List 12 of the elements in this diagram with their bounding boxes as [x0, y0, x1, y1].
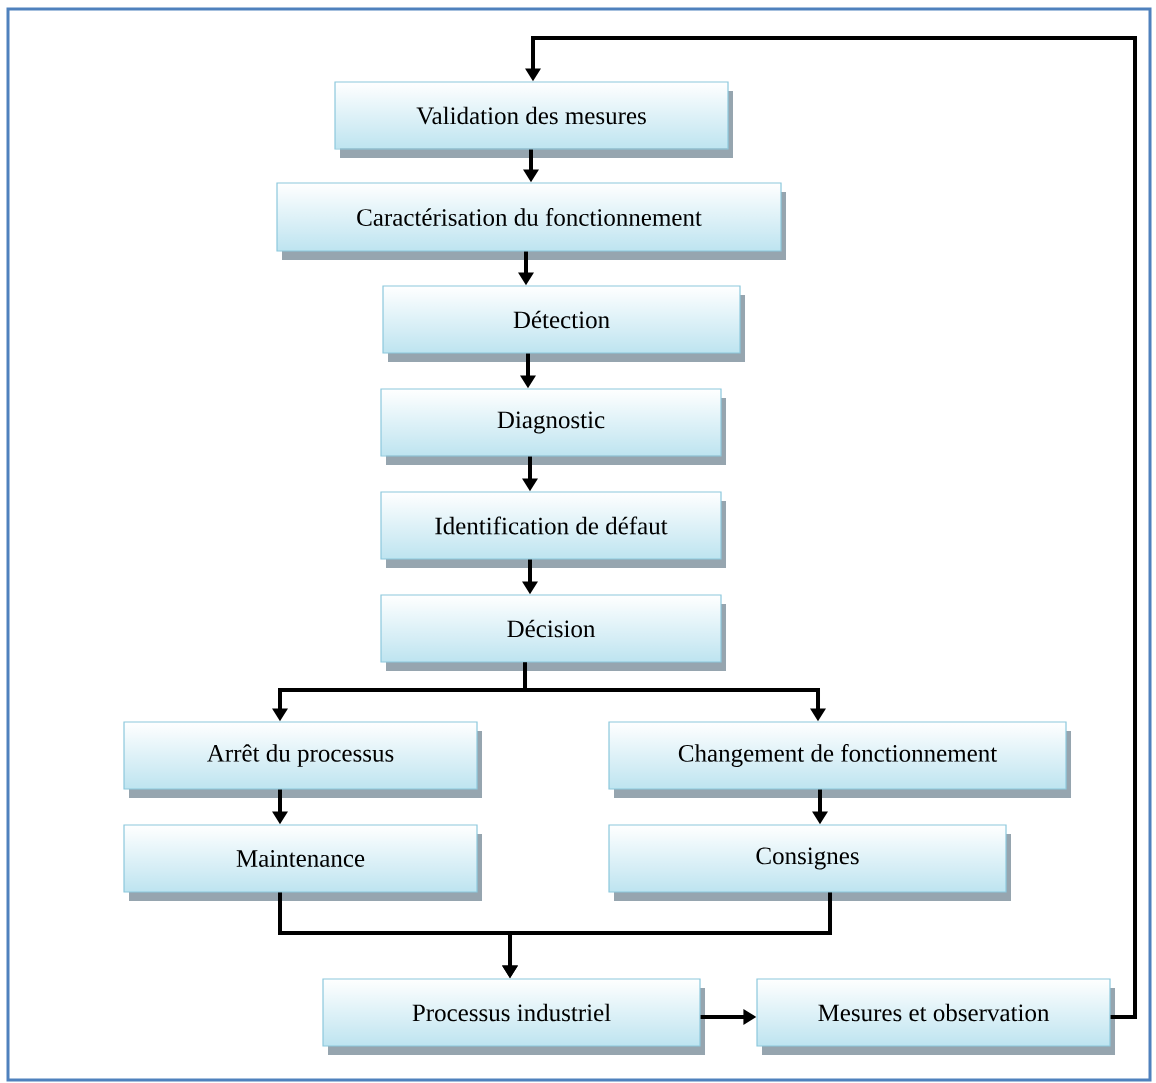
process-box: Caractérisation du fonctionnement: [276, 182, 786, 260]
process-box: Décision: [380, 594, 726, 671]
process-box: Consignes: [608, 824, 1011, 901]
process-box: Détection: [382, 285, 745, 362]
process-box: Arrêt du processus: [123, 721, 482, 798]
process-box: Diagnostic: [380, 388, 726, 465]
process-box: Mesures et observation: [756, 978, 1115, 1055]
process-box: Identification de défaut: [380, 491, 726, 568]
process-box: Changement de fonctionnement: [608, 721, 1071, 798]
process-box: Maintenance: [123, 824, 482, 901]
process-box: Validation des mesures: [334, 81, 733, 158]
process-box: Processus industriel: [322, 978, 705, 1055]
